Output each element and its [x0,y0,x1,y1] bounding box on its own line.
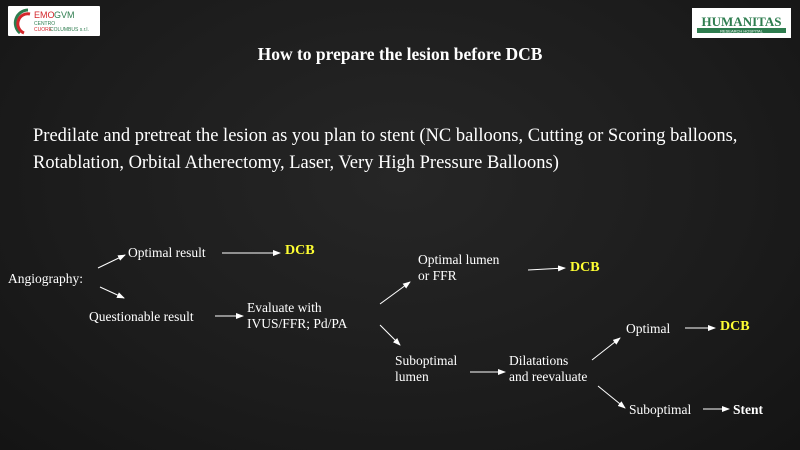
dilatations-label: Dilatations and reevaluate [509,353,587,385]
optimal-lumen-line-1: Optimal lumen [418,252,500,267]
evaluate-line-2: IVUS/FFR; Pd/PA [247,316,348,331]
suboptimal-lumen-line-1: Suboptimal [395,353,458,368]
questionable-result-label: Questionable result [89,309,194,324]
dilatations-line-2: and reevaluate [509,369,588,384]
emo-gvm-logo: EMO GVM CENTRO CUORE COLUMBUS s.r.l. [8,6,100,36]
svg-text:HUMANITAS: HUMANITAS [702,14,782,29]
svg-text:COLUMBUS s.r.l.: COLUMBUS s.r.l. [50,27,89,33]
arrow-evaluate-suboptimal-lumen [379,324,401,346]
arrow-optimal-lumen-dcb [527,265,566,272]
arrow-dilatations-optimal [591,337,621,361]
optimal-result-label: Optimal result [128,245,206,260]
evaluate-line-1: Evaluate with [247,300,322,315]
arrow-angio-optimal [97,254,126,269]
suboptimal-lumen-line-2: lumen [395,369,429,384]
arrow-angio-questionable [99,286,125,299]
optimal-lumen-line-2: or FFR [418,268,457,283]
emo-gvm-logo-graphic: EMO GVM CENTRO CUORE COLUMBUS s.r.l. [13,8,89,35]
dilatations-line-1: Dilatations [509,353,569,368]
dcb-label-2: DCB [570,260,600,275]
svg-text:EMO: EMO [34,10,55,20]
suboptimal-lumen-label: Suboptimal lumen [395,353,457,385]
slide-title: How to prepare the lesion before DCB [257,44,543,64]
slide-paragraph: Predilate and pretreat the lesion as you… [33,126,738,173]
svg-text:CENTRO: CENTRO [34,21,55,27]
dcb-label-3: DCB [720,319,750,334]
dcb-label-1: DCB [285,243,315,258]
stent-label: Stent [733,402,763,417]
optimal-lumen-label: Optimal lumen or FFR [418,252,499,284]
optimal-label: Optimal [626,321,671,336]
evaluate-label: Evaluate with IVUS/FFR; Pd/PA [247,300,347,332]
angiography-label: Angiography: [8,271,83,286]
svg-text:CUORE: CUORE [34,27,53,33]
humanitas-logo: HUMANITAS RESEARCH HOSPITAL [692,8,791,38]
arrow-evaluate-optimal-lumen [379,281,411,305]
svg-text:GVM: GVM [54,10,75,20]
humanitas-logo-graphic: HUMANITAS RESEARCH HOSPITAL [697,14,786,33]
arrow-dilatations-suboptimal [597,385,626,409]
suboptimal-label: Suboptimal [629,402,692,417]
svg-text:RESEARCH HOSPITAL: RESEARCH HOSPITAL [720,28,764,33]
